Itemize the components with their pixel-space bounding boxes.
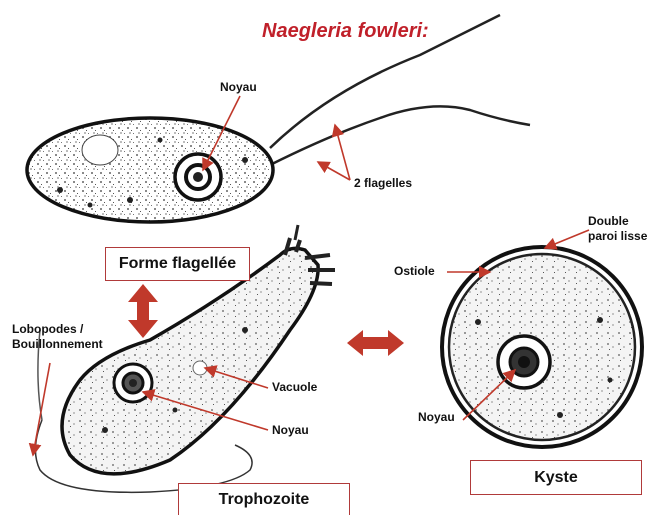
label-double-paroi: Double paroi lisse xyxy=(588,214,647,244)
double-arrow-horizontal xyxy=(347,330,404,356)
flagellate-cell xyxy=(27,15,530,222)
label-flagelles: 2 flagelles xyxy=(354,176,412,191)
diagram-title: Naegleria fowleri: xyxy=(262,20,429,43)
double-arrow-vertical xyxy=(128,284,158,338)
label-lobopodes-line1: Lobopodes / xyxy=(12,322,103,337)
label-lobopodes-line2: Bouillonnement xyxy=(12,337,103,352)
label-noyau-kyste: Noyau xyxy=(418,410,455,425)
label-noyau-trophozoite: Noyau xyxy=(272,423,309,438)
label-vacuole: Vacuole xyxy=(272,380,317,395)
label-noyau-flagellate: Noyau xyxy=(220,80,257,95)
cyst-cell xyxy=(442,247,642,447)
label-double-paroi-line2: paroi lisse xyxy=(588,229,647,244)
box-forme-flagellee: Forme flagellée xyxy=(105,247,250,281)
label-lobopodes: Lobopodes / Bouillonnement xyxy=(12,322,103,352)
label-ostiole: Ostiole xyxy=(394,264,435,279)
box-trophozoite: Trophozoite xyxy=(178,483,350,515)
box-kyste: Kyste xyxy=(470,460,642,495)
label-double-paroi-line1: Double xyxy=(588,214,647,229)
